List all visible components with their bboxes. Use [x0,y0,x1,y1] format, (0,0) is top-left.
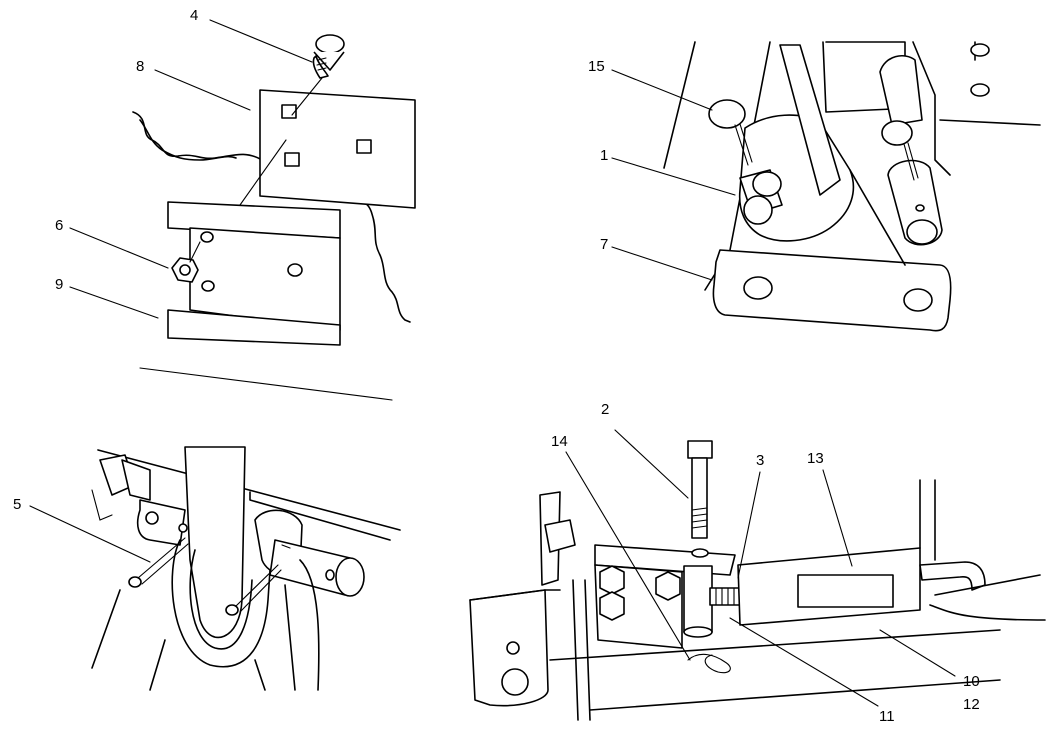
panel-bolt-spacer [469,440,1046,721]
ring-icon [881,120,919,181]
panel-pin-link [663,41,1041,332]
callout-3: 3 [756,452,764,469]
frame-line [97,449,401,531]
frame-line [939,119,1041,126]
u-shackle [171,539,273,668]
plate-slot [284,152,300,167]
plate-slot [356,139,372,154]
cross-pin-end [335,557,365,597]
callout-13: 13 [807,450,824,467]
assembly-line [189,241,201,263]
decal-label [797,574,894,608]
right-bracket [879,55,923,126]
callout-2: 2 [601,401,609,418]
fitting-icon [91,454,151,521]
ground-line [139,367,393,401]
hitch-pin-icon [687,653,731,674]
frame-hole [970,43,990,57]
frame-line [469,589,561,601]
frame-line [249,491,391,541]
cross-pin-hole [325,569,335,581]
right-pin-end [906,219,938,245]
frame-line [572,579,579,721]
clevis-arm [779,44,841,196]
link-hole [903,288,933,312]
nut-icon [171,257,199,283]
ring-icon [708,99,753,166]
mounting-plate [259,89,416,209]
callout-11: 11 [879,708,895,725]
plate-hole [178,523,188,533]
bracket-hole [287,263,303,277]
frame-line [284,584,296,691]
callout-14: 14 [551,433,568,450]
frame-line [849,169,906,266]
callout-5: 5 [13,496,21,513]
u-shackle [189,549,253,650]
plate-hole [145,511,159,525]
frame-line [299,559,320,691]
bolt-icon [687,440,713,539]
bolt-hole [691,548,709,558]
callout-10: 10 [963,673,980,690]
bracket-hole [200,231,214,243]
nut-icon [599,591,625,621]
right-pin-hole [915,204,925,212]
callout-12: 12 [963,696,980,713]
link-bar [712,249,952,332]
pin-icon [739,169,783,225]
frame-line [584,579,591,721]
nut-icon [599,565,625,595]
panel-plate-bracket [132,34,416,401]
cotter-pin-icon [225,564,282,616]
yoke-plate [136,499,186,546]
link-hole [743,276,773,300]
frame-hole [970,83,990,97]
frame-line [912,41,951,176]
frame-line [663,41,696,169]
frame-line [149,639,166,691]
callout-7: 7 [600,236,608,253]
frame-line [91,589,121,669]
callout-15: 15 [588,58,605,75]
bracket-foot [167,309,341,346]
callout-4: 4 [190,7,198,24]
torn-edge-inner [139,119,237,161]
callout-6: 6 [55,217,63,234]
plate-hole [501,668,529,696]
plate-slot [281,104,297,119]
tube-elbow [919,561,986,591]
frame-line [254,659,266,691]
callout-labels: 4 8 6 9 15 1 7 5 2 14 3 13 10 12 11 [13,7,980,725]
assembly-line [239,77,323,206]
spacer-tube [683,565,713,633]
spacer-end [683,626,713,638]
cross-pin-hole [281,544,291,549]
frame-line [929,574,1046,621]
plate-hole [506,641,520,655]
frame-line [822,41,916,113]
frame-line [825,41,906,59]
nut-icon [655,571,681,601]
bracket-hole [201,280,215,292]
nut-icon [544,519,576,553]
callout-8: 8 [136,58,144,75]
callout-1: 1 [600,147,608,164]
panel-yoke [91,446,401,691]
leader-lines [29,19,956,707]
bolt-icon [312,34,345,79]
callout-9: 9 [55,276,63,293]
cotter-pin-icon [128,537,189,588]
